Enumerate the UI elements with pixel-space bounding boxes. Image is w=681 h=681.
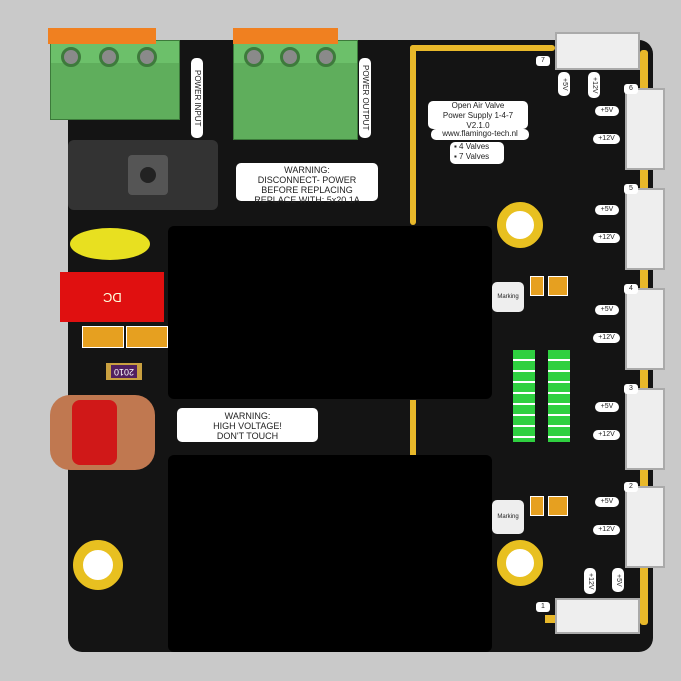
v12-label: +12V: [593, 525, 620, 535]
power-input-label: POWER INPUT: [191, 58, 203, 138]
warning-line: WARNING:: [284, 165, 330, 175]
hv-warning: WARNING: HIGH VOLTAGE! DON'T TOUCH: [177, 408, 318, 442]
gold-trace: [410, 400, 416, 455]
power-output-label: POWER OUTPUT: [359, 58, 371, 138]
power-module-top: [168, 226, 492, 399]
v12-label: +12V: [593, 333, 620, 343]
option-4-valves: ▪ 4 Valves: [454, 142, 490, 151]
power-module-bottom: [168, 455, 492, 652]
connector-1[interactable]: [555, 598, 640, 634]
v5-label: +5V: [595, 305, 619, 315]
resistor-2010: 2010: [106, 363, 142, 380]
gold-trace: [410, 45, 416, 225]
mounting-hole: [73, 540, 123, 590]
connector-5[interactable]: [625, 188, 665, 270]
warning-line: REPLACE WITH: 5x20 1A: [254, 195, 360, 205]
marking-label: Marking: [492, 282, 524, 312]
dc-label: DC: [102, 290, 122, 305]
gold-trace: [410, 45, 555, 51]
connector-number: 3: [624, 384, 638, 394]
v5-label: +5V: [595, 106, 619, 116]
warning-line: BEFORE REPLACING: [261, 185, 353, 195]
warning-line: DON'T TOUCH: [216, 431, 279, 441]
connector-2[interactable]: [625, 486, 665, 568]
v12-label: +12V: [593, 134, 620, 144]
v12-label: +12V: [588, 72, 600, 98]
warning-line: DISCONNECT- POWER: [257, 175, 357, 185]
capacitor: [530, 276, 544, 296]
mounting-hole: [497, 540, 543, 586]
v5-label: +5V: [595, 497, 619, 507]
capacitor: [530, 496, 544, 516]
v12-label: +12V: [584, 568, 596, 594]
terminal-plug: [48, 28, 156, 44]
led-array: [548, 350, 570, 442]
connector-number: 6: [624, 84, 638, 94]
valve-options: ▪ 4 Valves ▪ 7 Valves: [450, 142, 504, 164]
connector-number: 1: [536, 602, 550, 612]
title-line: Power Supply 1-4-7: [442, 111, 514, 120]
v12-label: +12V: [593, 430, 620, 440]
connector-6[interactable]: [625, 88, 665, 170]
power-input-terminal: [50, 40, 180, 120]
warning-line: HIGH VOLTAGE!: [213, 421, 282, 431]
mounting-hole: [497, 202, 543, 248]
title-line: Open Air Valve: [451, 101, 505, 110]
title-line: V2.1.0: [466, 121, 490, 130]
dc-component: DC: [60, 272, 164, 322]
marking-label: Marking: [492, 500, 524, 534]
connector-number: 7: [536, 56, 550, 66]
connector-3[interactable]: [625, 388, 665, 470]
capacitor: [548, 276, 568, 296]
v5-label: +5V: [558, 72, 570, 96]
resistor-code: 2010: [111, 365, 137, 378]
terminal-plug: [233, 28, 338, 44]
smd-component: [126, 326, 168, 348]
connector-4[interactable]: [625, 288, 665, 370]
fuse-warning: WARNING: DISCONNECT- POWER BEFORE REPLAC…: [236, 163, 378, 205]
v5-label: +5V: [595, 205, 619, 215]
v12-label: +12V: [593, 233, 620, 243]
inductor-toroid: [70, 228, 150, 260]
connector-number: 5: [624, 184, 638, 194]
led-array: [513, 350, 535, 442]
fuse-holder: [68, 140, 218, 210]
v5-label: +5V: [612, 568, 624, 592]
connector-7[interactable]: [555, 32, 640, 70]
warning-line: WARNING:: [224, 411, 271, 421]
title-block: Open Air Valve Power Supply 1-4-7 V2.1.0: [428, 101, 528, 130]
website-label: www.flamingo-tech.nl: [431, 129, 529, 140]
option-7-valves: ▪ 7 Valves: [454, 152, 490, 161]
common-mode-choke: [50, 395, 155, 470]
power-output-terminal: [233, 40, 358, 140]
connector-number: 2: [624, 482, 638, 492]
v5-label: +5V: [595, 402, 619, 412]
capacitor: [548, 496, 568, 516]
smd-component: [82, 326, 124, 348]
connector-number: 4: [624, 284, 638, 294]
